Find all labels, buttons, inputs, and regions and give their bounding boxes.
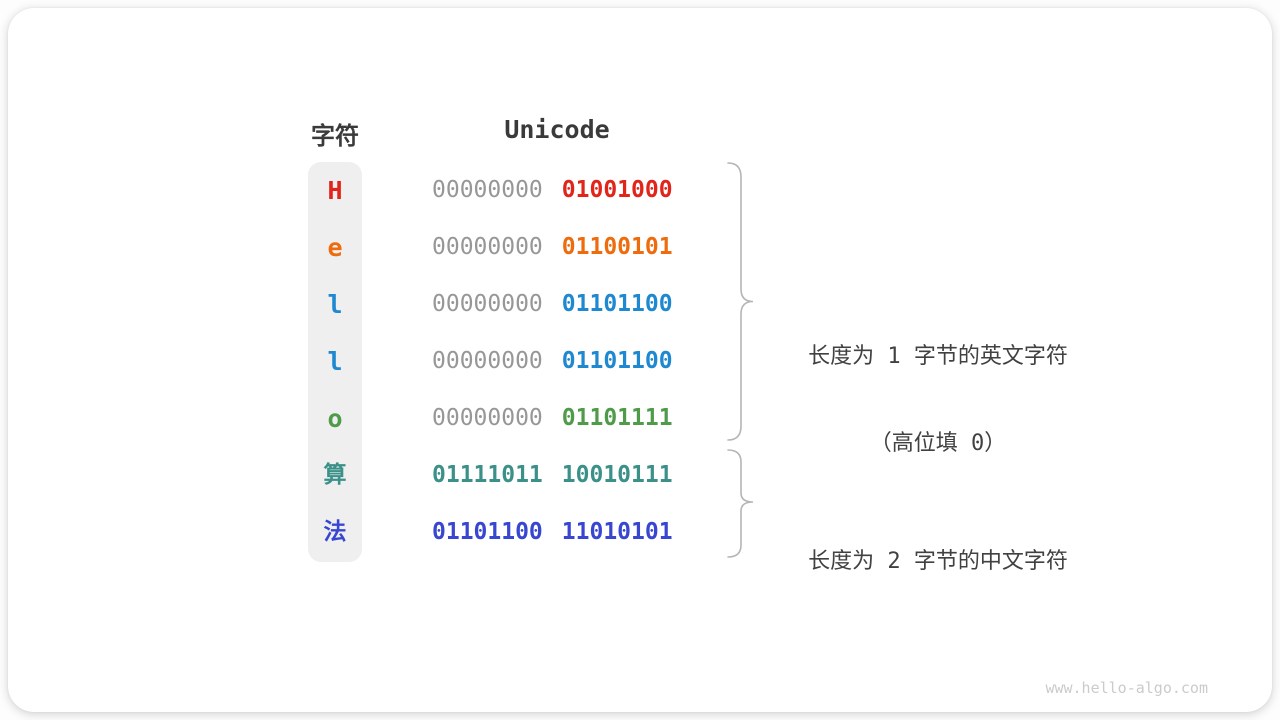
character-cell: H — [327, 176, 343, 205]
encoding-row: e 00000000 01100101 — [308, 219, 738, 276]
unicode-low-byte: 01001000 — [561, 177, 673, 203]
annotation-line: 长度为 1 字节的英文字符 — [808, 344, 1068, 369]
character-cell: 算 — [323, 462, 347, 488]
brace-english-group — [727, 162, 754, 441]
encoding-row: 算 01111011 10010111 — [308, 447, 738, 504]
unicode-low-byte: 11010101 — [561, 519, 673, 545]
character-cell: l — [327, 290, 343, 319]
annotation-english-chars: 长度为 1 字节的英文字符 （高位填 0） — [783, 284, 1093, 516]
unicode-low-byte: 01101100 — [561, 348, 673, 374]
unicode-low-byte: 10010111 — [561, 462, 673, 488]
annotation-line: 长度为 2 字节的中文字符 — [808, 549, 1068, 574]
column-header-unicode: Unicode — [504, 115, 610, 144]
character-column-background — [308, 162, 362, 562]
annotation-line: （高位填 0） — [869, 431, 1007, 456]
encoding-row: o 00000000 01101111 — [308, 390, 738, 447]
unicode-high-byte: 00000000 — [432, 177, 543, 203]
watermark-url: www.hello-algo.com — [1045, 679, 1208, 697]
column-header-character: 字符 — [311, 122, 359, 150]
encoding-row: 法 01101100 11010101 — [308, 504, 738, 561]
unicode-low-byte: 01101111 — [561, 405, 673, 431]
encoding-row: l 00000000 01101100 — [308, 276, 738, 333]
unicode-low-byte: 01101100 — [561, 291, 673, 317]
unicode-high-byte: 00000000 — [432, 234, 543, 260]
diagram-card: 字符 Unicode H 00000000 01001000 e 00000000 011… — [8, 8, 1272, 712]
unicode-high-byte: 01101100 — [432, 519, 543, 545]
encoding-row: H 00000000 01001000 — [308, 162, 738, 219]
unicode-low-byte: 01100101 — [561, 234, 673, 260]
encoding-row: l 00000000 01101100 — [308, 333, 738, 390]
character-cell: o — [327, 404, 343, 433]
unicode-high-byte: 00000000 — [432, 291, 543, 317]
brace-chinese-group — [727, 449, 754, 558]
unicode-high-byte: 00000000 — [432, 405, 543, 431]
character-cell: 法 — [323, 519, 347, 545]
character-cell: l — [327, 347, 343, 376]
unicode-high-byte: 01111011 — [432, 462, 543, 488]
annotation-chinese-chars: 长度为 2 字节的中文字符 — [783, 489, 1093, 634]
encoding-table-rows: H 00000000 01001000 e 00000000 01100101 l 00000… — [308, 162, 738, 562]
character-cell: e — [327, 233, 343, 262]
unicode-high-byte: 00000000 — [432, 348, 543, 374]
